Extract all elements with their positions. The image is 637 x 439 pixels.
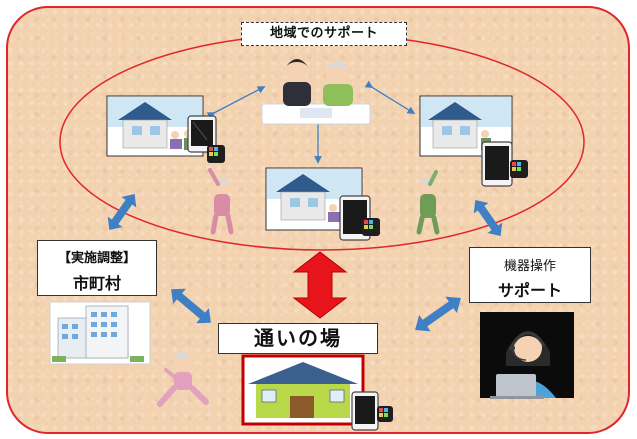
stretching-elder-icon <box>157 352 209 407</box>
device-operation-label: 機器操作 <box>503 259 556 274</box>
municipality-box: 【実施調整】 市町村 <box>37 240 157 296</box>
regional-support-title: 地域でのサポート <box>241 22 407 46</box>
gathering-place-label: 通いの場 <box>218 323 378 354</box>
tablet-icon <box>351 391 379 431</box>
device-support-box: 機器操作 サポート <box>469 247 591 303</box>
smartwatch-icon <box>362 218 380 236</box>
stretching-elder-icon <box>208 168 234 235</box>
tablet-icon <box>187 115 217 153</box>
smartwatch-icon <box>207 145 225 163</box>
municipality-role-label: 【実施調整】 <box>57 251 136 266</box>
community-hall-icon <box>241 354 365 426</box>
thick-blue-arrows <box>107 193 503 332</box>
office-building-icon <box>49 301 151 365</box>
house-with-elderly-icon <box>265 167 363 231</box>
tablet-icon <box>481 141 513 187</box>
call-center-operator-icon <box>480 312 574 399</box>
smartwatch-icon <box>377 406 393 422</box>
stretching-elder-icon <box>416 170 440 235</box>
red-double-arrow <box>292 251 348 319</box>
municipality-label: 市町村 <box>72 274 121 293</box>
support-consultation-icon <box>261 59 371 125</box>
support-label: サポート <box>497 281 562 300</box>
house-with-elderly-icon <box>106 95 204 157</box>
smartwatch-icon <box>510 160 528 178</box>
